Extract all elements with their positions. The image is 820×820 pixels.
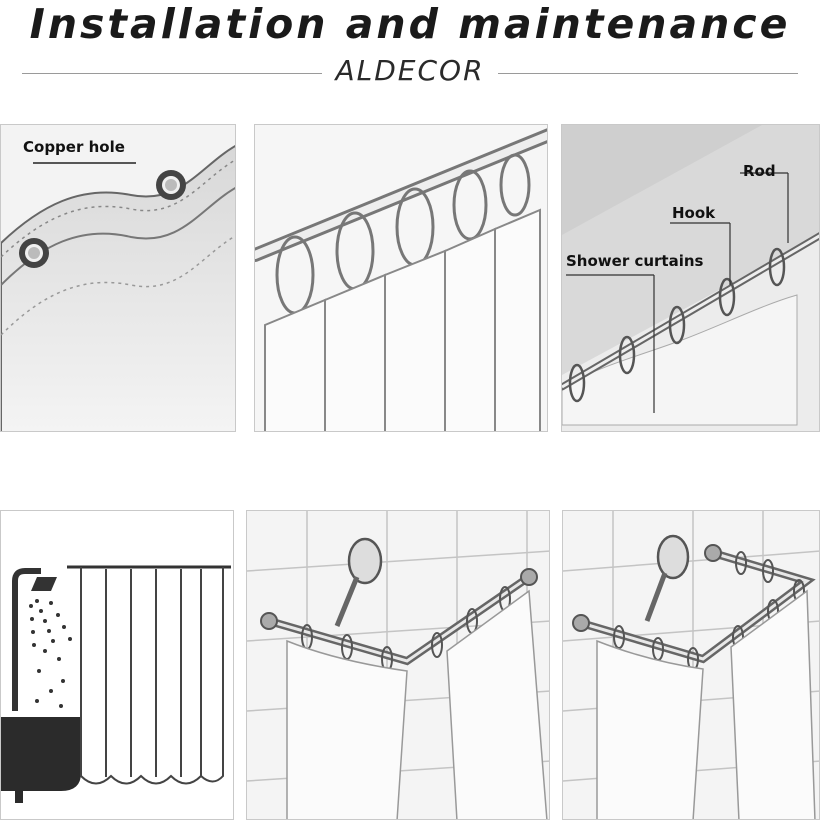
label-rod: Rod xyxy=(743,162,776,180)
curtain-edge-illustration xyxy=(1,125,235,431)
bathtub-curtain-illustration xyxy=(1,511,233,819)
u-shaped-rod-illustration xyxy=(563,511,819,819)
u-shaped-rod-panel xyxy=(562,510,820,820)
divider-left xyxy=(22,73,322,74)
l-shaped-rod-illustration xyxy=(247,511,549,819)
grommet-detail-panel: Copper hole xyxy=(0,124,236,432)
divider-right xyxy=(498,73,798,74)
label-hook: Hook xyxy=(672,204,716,222)
parts-illustration xyxy=(562,125,819,431)
page-title: Installation and maintenance xyxy=(29,0,791,48)
shower-head-icon xyxy=(334,537,383,627)
bathtub-icon xyxy=(1,717,81,803)
rings-on-rod-panel xyxy=(254,124,548,432)
label-shower-curtains: Shower curtains xyxy=(566,252,704,270)
l-shaped-rod-panel xyxy=(246,510,550,820)
rings-on-rod-illustration xyxy=(255,125,547,431)
parts-labels-panel: Rod Hook Shower curtains xyxy=(561,124,820,432)
shower-head-icon xyxy=(644,534,690,622)
bathtub-curtain-panel xyxy=(0,510,234,820)
copper-hole-icon xyxy=(156,170,186,200)
brand-name: ALDECOR xyxy=(335,54,485,87)
shower-head-icon xyxy=(12,568,72,711)
label-copper-hole: Copper hole xyxy=(23,138,125,156)
copper-hole-icon xyxy=(19,238,49,268)
brand-row: ALDECOR xyxy=(22,52,798,92)
